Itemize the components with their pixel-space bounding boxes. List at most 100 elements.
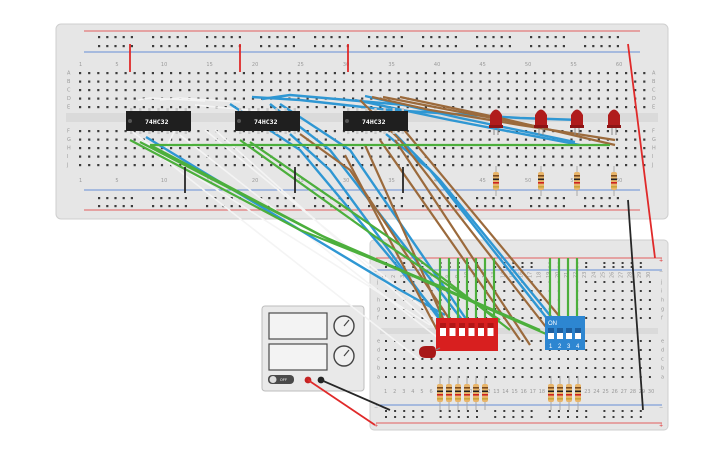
hole xyxy=(530,340,533,342)
hole xyxy=(394,317,397,319)
power-supply[interactable]: OFF xyxy=(261,305,365,392)
chip-1-label: 74HC32 xyxy=(145,118,169,126)
hole xyxy=(488,106,491,109)
hole xyxy=(242,89,245,92)
hole xyxy=(430,45,433,48)
hole xyxy=(430,376,433,378)
hole xyxy=(270,72,273,75)
chip-pin xyxy=(401,131,404,134)
row-label-left: E xyxy=(67,105,70,111)
bb-row-label-right: g xyxy=(661,307,664,313)
hole xyxy=(585,308,588,310)
hole xyxy=(342,147,346,150)
hole xyxy=(403,349,406,351)
chip-2[interactable]: 74HC32 xyxy=(235,111,300,131)
hole xyxy=(342,130,346,133)
hole xyxy=(179,147,182,150)
hole xyxy=(188,130,191,133)
bb-row-label-left: b xyxy=(377,366,380,372)
dip-key-toggle xyxy=(487,323,494,328)
bb-minus-label-tr: − xyxy=(659,269,663,275)
dip-key-toggle xyxy=(557,328,563,333)
chip-pin xyxy=(275,131,278,134)
hole xyxy=(548,367,551,369)
hole xyxy=(488,130,491,133)
column-number-top: 45 xyxy=(479,62,485,68)
hole xyxy=(324,89,327,92)
hole xyxy=(524,164,528,167)
hole xyxy=(279,106,282,109)
hole xyxy=(242,72,245,75)
top-resistor-group xyxy=(493,166,617,196)
resistor-band xyxy=(464,394,470,396)
hole xyxy=(188,89,191,92)
hole xyxy=(616,197,619,200)
hole xyxy=(151,80,154,83)
hole xyxy=(443,97,446,100)
hole xyxy=(584,205,587,208)
blue-wire xyxy=(279,102,478,336)
hole xyxy=(584,45,587,48)
hole xyxy=(276,205,279,208)
hole xyxy=(443,155,446,158)
hole xyxy=(370,80,373,83)
hole xyxy=(570,164,573,167)
hole xyxy=(152,45,155,48)
hole xyxy=(625,80,628,83)
hole xyxy=(279,89,282,92)
hole xyxy=(476,416,478,418)
hole xyxy=(588,80,591,83)
hole xyxy=(615,147,619,150)
hole xyxy=(115,164,118,167)
hole xyxy=(214,36,217,39)
hole xyxy=(457,358,460,360)
resistor-band xyxy=(566,387,572,389)
hole xyxy=(206,97,209,100)
hole xyxy=(530,349,533,351)
hole xyxy=(500,45,503,48)
hole xyxy=(643,138,646,141)
hole xyxy=(552,89,555,92)
hole xyxy=(214,45,217,48)
hole xyxy=(315,89,318,92)
hole xyxy=(452,138,455,141)
hole xyxy=(639,358,642,360)
hole xyxy=(415,72,418,75)
top-breadboard-labels: 1155101015152020252530303535404045455050… xyxy=(66,62,656,184)
hole xyxy=(594,308,597,310)
hole xyxy=(424,106,427,109)
hole xyxy=(197,155,200,158)
hole xyxy=(188,155,191,158)
hole xyxy=(242,138,245,141)
hole xyxy=(388,147,391,150)
hole xyxy=(88,164,91,167)
hole xyxy=(479,138,482,141)
hole xyxy=(352,147,355,150)
hole xyxy=(238,205,241,208)
hole xyxy=(488,164,491,167)
hole xyxy=(494,376,497,378)
chip-1[interactable]: 74HC32 xyxy=(126,111,191,131)
bb-column-number-top: 30 xyxy=(646,272,652,278)
led-base xyxy=(489,125,503,128)
hole xyxy=(561,72,564,75)
hole xyxy=(306,89,309,92)
dip-switch-red[interactable] xyxy=(436,318,498,351)
hole xyxy=(261,89,264,92)
hole xyxy=(79,164,82,167)
chip-3[interactable]: 74HC32 xyxy=(343,111,408,131)
bb-column-number-bottom: 5 xyxy=(420,389,423,395)
hole xyxy=(521,410,524,412)
column-number-top: 40 xyxy=(434,62,440,68)
hole xyxy=(392,45,395,48)
bb-column-number-top: 23 xyxy=(582,272,588,278)
hole xyxy=(115,80,118,83)
chip-pin xyxy=(365,108,368,111)
hole xyxy=(115,155,118,158)
dip-key xyxy=(557,328,563,339)
chip-pin xyxy=(239,108,242,111)
hole xyxy=(592,45,595,48)
hole xyxy=(643,89,646,92)
